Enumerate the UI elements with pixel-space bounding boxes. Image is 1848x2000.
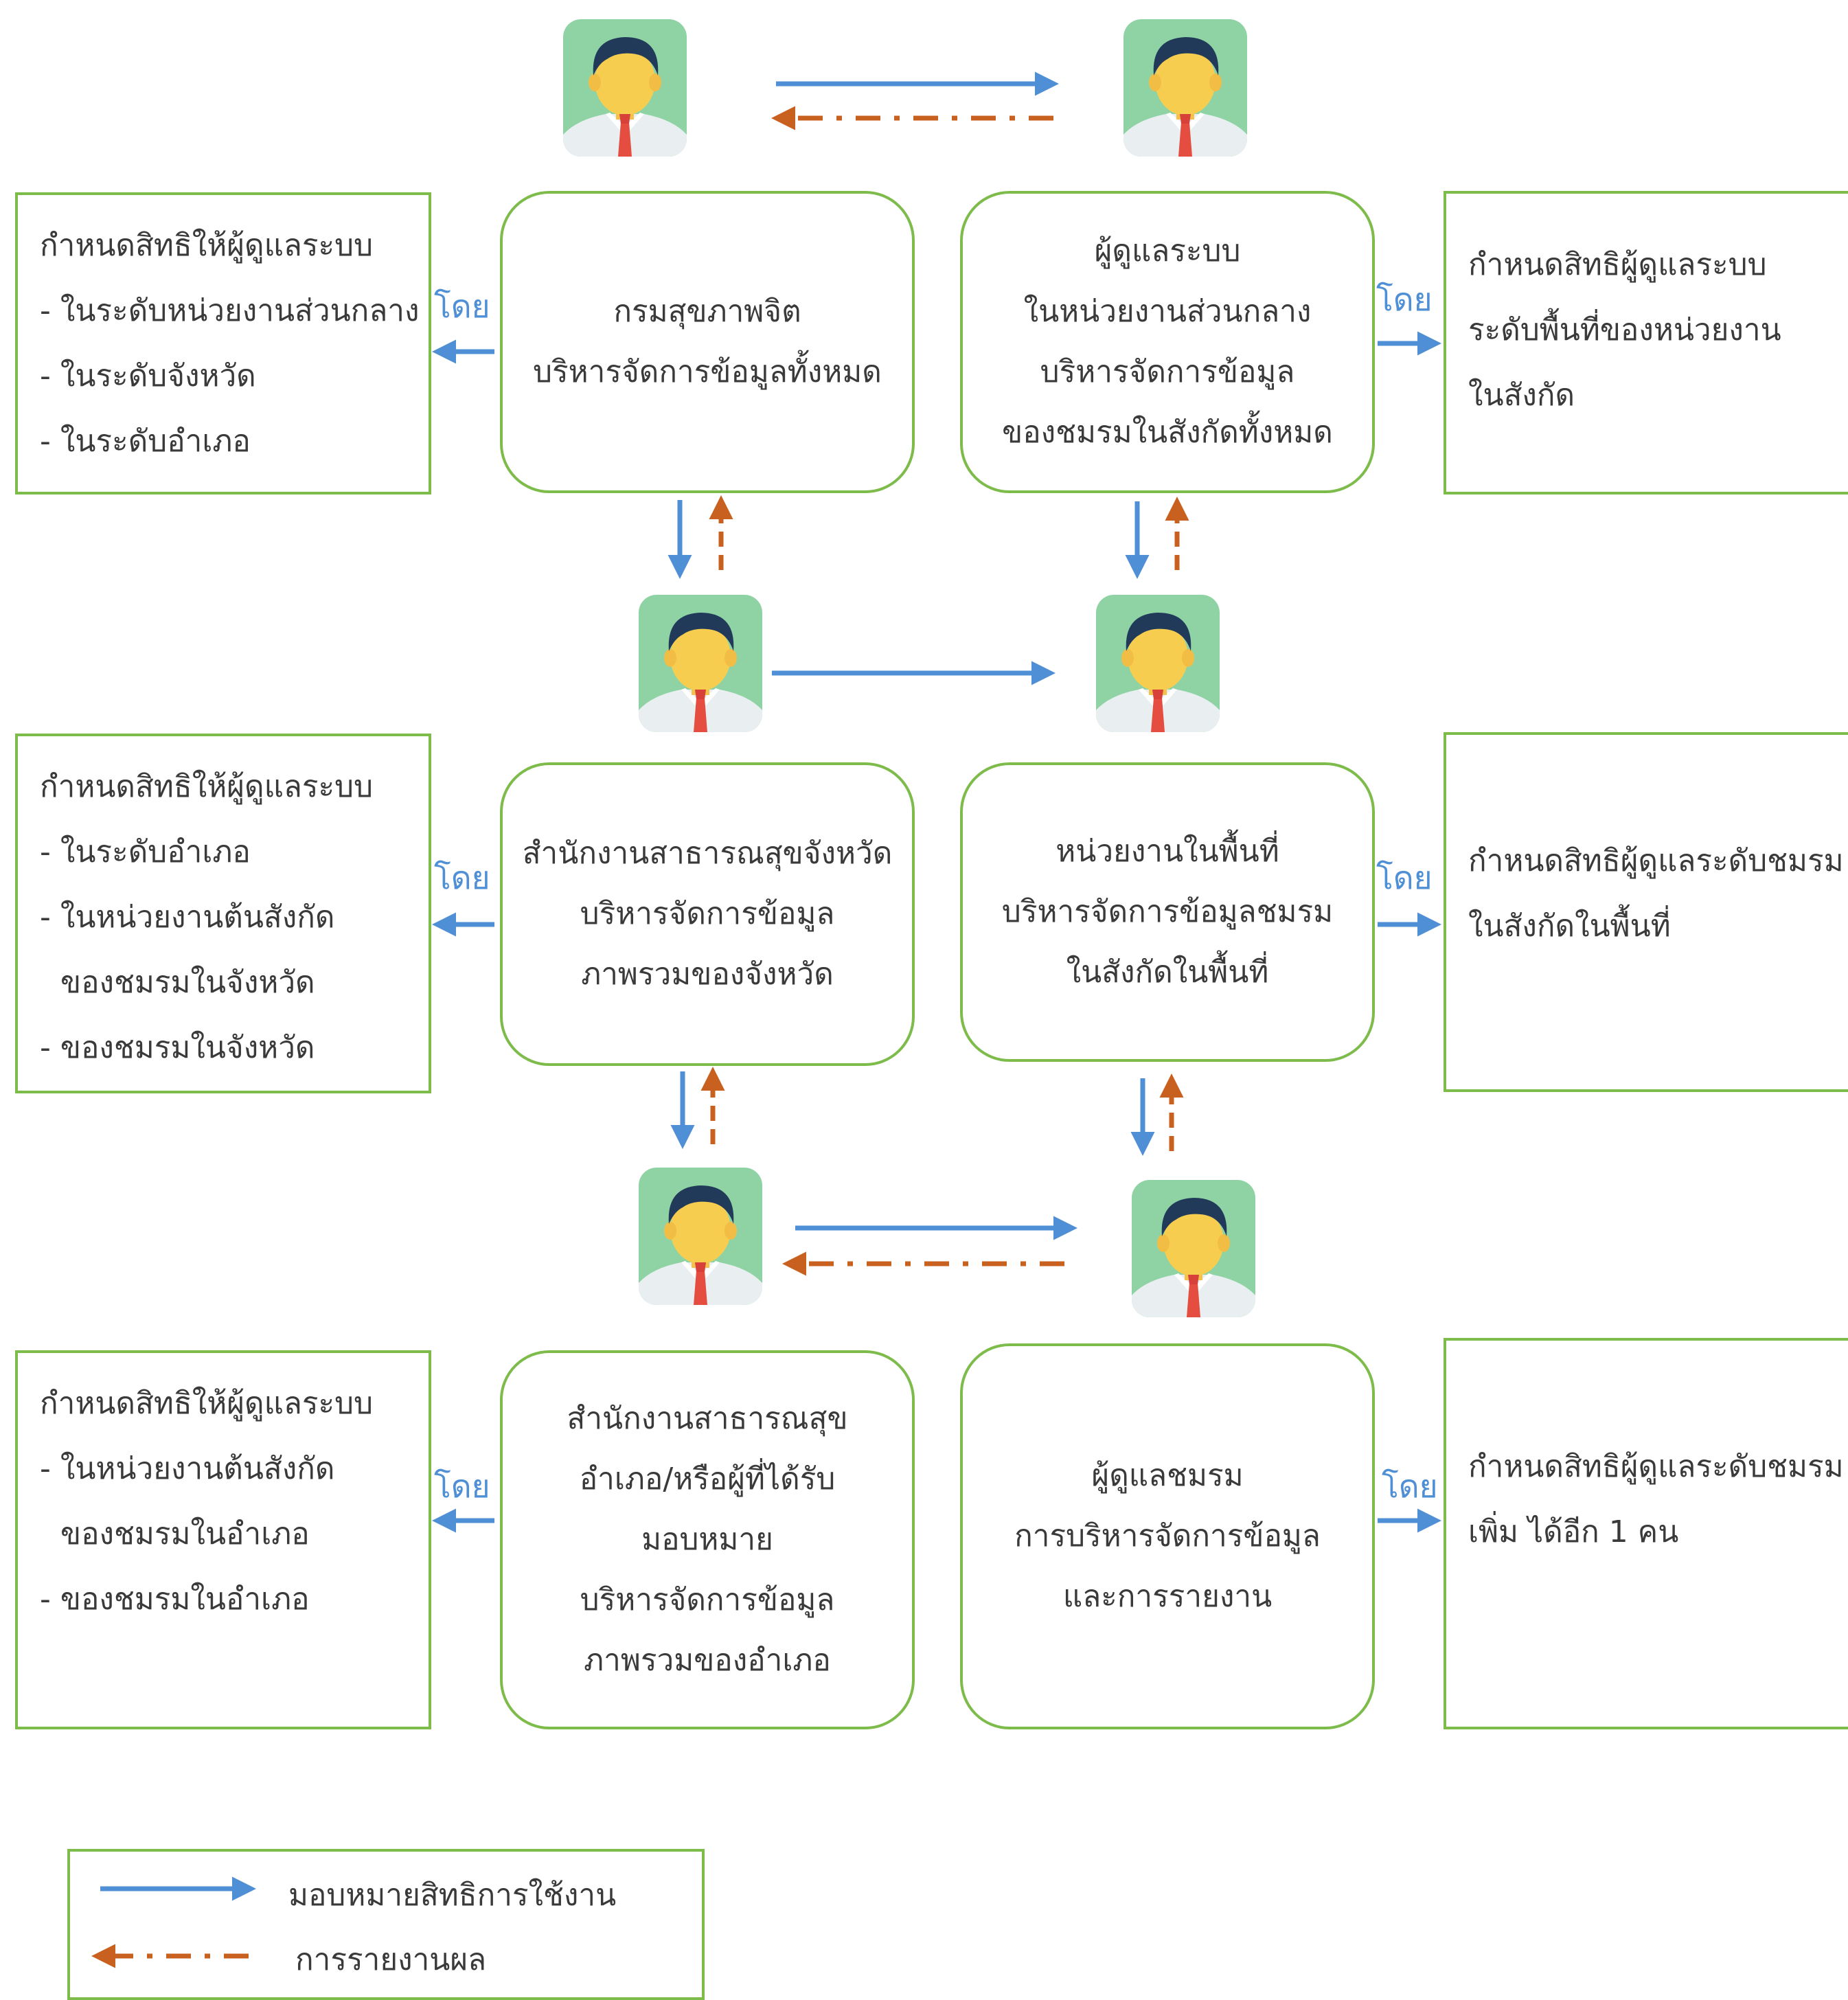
connector-label-left-1: โดย bbox=[434, 288, 490, 325]
node-line: การบริหารจัดการข้อมูล bbox=[1014, 1519, 1321, 1554]
person-icon bbox=[1096, 595, 1220, 732]
note-line: - ในระดับจังหวัด bbox=[40, 359, 256, 394]
node-line: กรมสุขภาพจิต bbox=[613, 294, 801, 329]
note-line: - ในหน่วยงานต้นสังกัด bbox=[40, 1451, 335, 1486]
person-icon bbox=[639, 1168, 762, 1305]
connector-label-right-3: โดย bbox=[1382, 1468, 1438, 1505]
legend-report-label: การรายงานผล bbox=[295, 1942, 487, 1977]
note-line: กำหนดสิทธิให้ผู้ดูแลระบบ bbox=[40, 769, 374, 804]
note-line: - ในหน่วยงานต้นสังกัด bbox=[40, 900, 335, 935]
node-club-admin: ผู้ดูแลชมรม การบริหารจัดการข้อมูล และการ… bbox=[960, 1343, 1375, 1729]
person-icon bbox=[563, 19, 687, 157]
node-line: ในสังกัดในพื้นที่ bbox=[1066, 955, 1269, 990]
note-line: - ของชมรมในจังหวัด bbox=[40, 1030, 315, 1065]
note-line: ระดับพื้นที่ของหน่วยงาน bbox=[1468, 312, 1781, 348]
note-line: - ในระดับอำเภอ bbox=[40, 834, 251, 870]
node-area-unit: หน่วยงานในพื้นที่ บริหารจัดการข้อมูลชมรม… bbox=[960, 762, 1375, 1062]
node-line: ภาพรวมของจังหวัด bbox=[581, 957, 834, 992]
note-line: - ในระดับหน่วยงานส่วนกลาง bbox=[40, 293, 420, 328]
node-line: สำนักงานสาธารณสุขจังหวัด bbox=[522, 836, 893, 871]
node-line: สำนักงานสาธารณสุข bbox=[567, 1401, 848, 1436]
note-line: - ในระดับอำเภอ bbox=[40, 424, 251, 459]
note-line: ของชมรมในอำเภอ bbox=[60, 1516, 310, 1552]
legend bbox=[67, 1849, 705, 2000]
person-icon bbox=[1123, 19, 1247, 157]
node-line: บริหารจัดการข้อมูล bbox=[1040, 354, 1295, 389]
note-line: กำหนดสิทธิผู้ดูแลระดับชมรม bbox=[1468, 843, 1844, 878]
person-icon bbox=[639, 595, 762, 732]
note-line: - ของชมรมในอำเภอ bbox=[40, 1582, 310, 1617]
node-line: ผู้ดูแลระบบ bbox=[1094, 234, 1241, 269]
node-line: อำเภอ/หรือผู้ที่ได้รับ bbox=[579, 1462, 836, 1497]
node-dmh: กรมสุขภาพจิต บริหารจัดการข้อมูลทั้งหมด bbox=[500, 191, 915, 493]
note-line: กำหนดสิทธิผู้ดูแลระดับชมรม bbox=[1468, 1449, 1844, 1484]
note-line: กำหนดสิทธิให้ผู้ดูแลระบบ bbox=[40, 1386, 374, 1421]
connector-label-left-2: โดย bbox=[434, 859, 490, 896]
note-line: กำหนดสิทธิให้ผู้ดูแลระบบ bbox=[40, 228, 374, 263]
node-line: ผู้ดูแลชมรม bbox=[1091, 1458, 1244, 1493]
note-line: ของชมรมในจังหวัด bbox=[60, 965, 315, 1000]
node-line: บริหารจัดการข้อมูลทั้งหมด bbox=[533, 354, 882, 389]
node-line: บริหารจัดการข้อมูล bbox=[580, 1582, 835, 1617]
node-line: บริหารจัดการข้อมูล bbox=[580, 896, 835, 931]
node-central-admin: ผู้ดูแลระบบ ในหน่วยงานส่วนกลาง บริหารจัด… bbox=[960, 191, 1375, 493]
note-line: กำหนดสิทธิผู้ดูแลระบบ bbox=[1468, 247, 1767, 282]
note-line: ในสังกัด bbox=[1468, 378, 1575, 413]
node-line: บริหารจัดการข้อมูลชมรม bbox=[1001, 894, 1334, 929]
node-district-office: สำนักงานสาธารณสุข อำเภอ/หรือผู้ที่ได้รับ… bbox=[500, 1350, 915, 1729]
connector-label-right-1: โดย bbox=[1376, 281, 1433, 318]
note-left-3: กำหนดสิทธิให้ผู้ดูแลระบบ - ในหน่วยงานต้น… bbox=[15, 1350, 431, 1729]
node-line: ในหน่วยงานส่วนกลาง bbox=[1023, 294, 1312, 329]
node-line: มอบหมาย bbox=[641, 1522, 773, 1557]
connector-label-left-3: โดย bbox=[434, 1468, 490, 1505]
node-line: หน่วยงานในพื้นที่ bbox=[1056, 834, 1279, 869]
person-icon bbox=[1132, 1180, 1255, 1317]
node-line: ของชมรมในสังกัดทั้งหมด bbox=[1002, 415, 1333, 450]
connector-label-right-2: โดย bbox=[1376, 859, 1433, 896]
legend-assign-label: มอบหมายสิทธิการใช้งาน bbox=[288, 1878, 617, 1913]
note-right-3: กำหนดสิทธิผู้ดูแลระดับชมรม เพิ่ม ได้อีก … bbox=[1444, 1338, 1848, 1729]
note-right-2: กำหนดสิทธิผู้ดูแลระดับชมรม ในสังกัดในพื้… bbox=[1444, 732, 1848, 1092]
node-provincial-office: สำนักงานสาธารณสุขจังหวัด บริหารจัดการข้อ… bbox=[500, 762, 915, 1066]
note-line: เพิ่ม ได้อีก 1 คน bbox=[1468, 1514, 1679, 1549]
note-right-1: กำหนดสิทธิผู้ดูแลระบบ ระดับพื้นที่ของหน่… bbox=[1444, 191, 1848, 495]
node-line: และการรายงาน bbox=[1062, 1579, 1273, 1614]
note-left-2: กำหนดสิทธิให้ผู้ดูแลระบบ - ในระดับอำเภอ … bbox=[15, 734, 431, 1093]
note-line: ในสังกัดในพื้นที่ bbox=[1468, 909, 1671, 944]
node-line: ภาพรวมของอำเภอ bbox=[584, 1643, 831, 1678]
note-left-1: กำหนดสิทธิให้ผู้ดูแลระบบ - ในระดับหน่วยง… bbox=[15, 192, 431, 495]
